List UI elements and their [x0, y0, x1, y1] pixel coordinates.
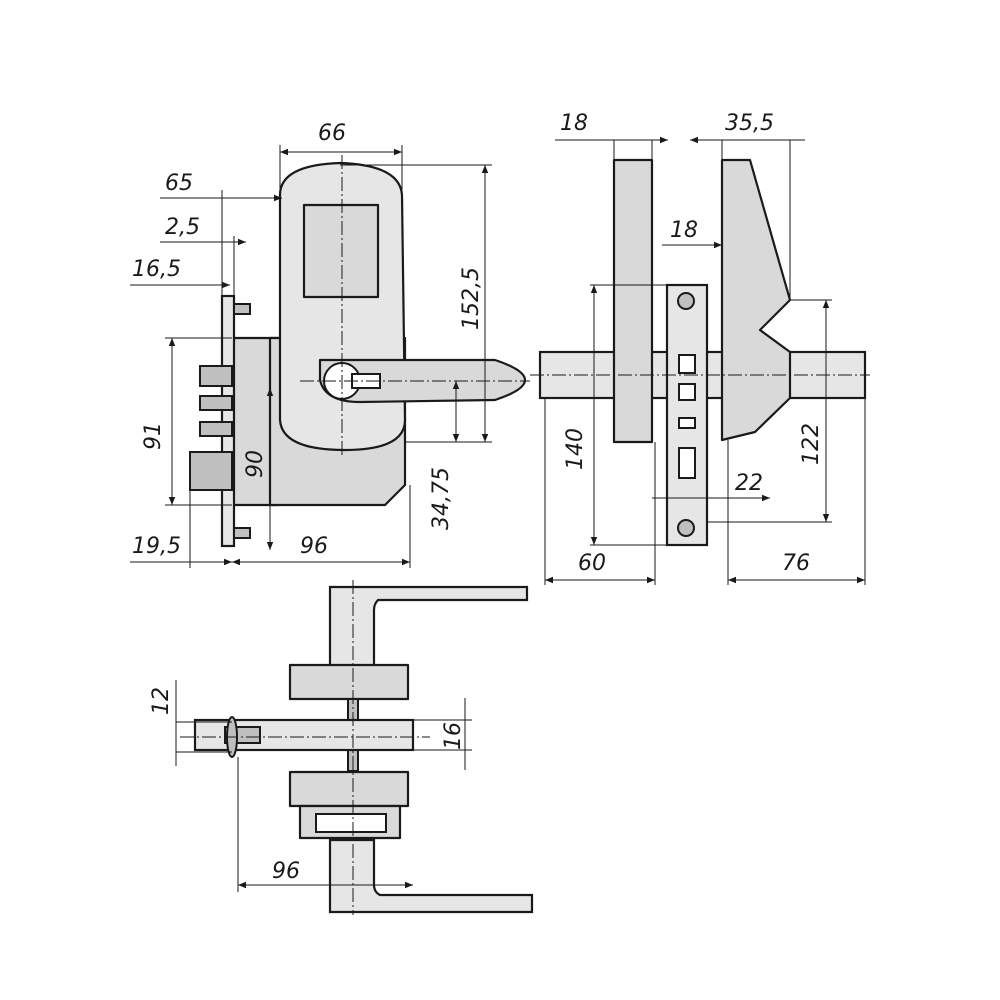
- dim-152-5: 152,5: [459, 267, 484, 330]
- lock-faceplate-side: [665, 283, 709, 547]
- side-dimensions: 18 35,5 18 140 122 22 60 76: [544, 111, 866, 585]
- dim-96: 96: [300, 534, 328, 559]
- dead-bolt-1: [199, 395, 233, 411]
- dim-90: 90: [243, 450, 268, 478]
- keypad-window: [302, 203, 380, 299]
- dim-16: 16: [441, 722, 466, 750]
- dim-18-mid: 18: [670, 218, 698, 243]
- screw-bottom-icon: [677, 519, 695, 537]
- front-dimensions: 66 65 2,5 16,5 152,5 91 90 34,75 19,5 96: [130, 121, 492, 568]
- dim-18-top: 18: [560, 111, 588, 136]
- dim-122: 122: [799, 423, 824, 465]
- front-view: [189, 155, 530, 548]
- dim-35-5: 35,5: [725, 111, 774, 136]
- dim-12: 12: [149, 687, 174, 715]
- dim-76: 76: [782, 551, 810, 576]
- screw-pin-bottom: [233, 527, 251, 539]
- screw-top-icon: [677, 292, 695, 310]
- inner-escutcheon-side: [720, 158, 792, 442]
- dim-65: 65: [165, 171, 193, 196]
- dim-34-75: 34,75: [429, 467, 454, 530]
- outer-escutcheon-side: [612, 158, 654, 444]
- rosette-bottom: [288, 770, 410, 808]
- side-view: [530, 158, 870, 547]
- dim-22: 22: [735, 471, 763, 496]
- dim-19-5: 19,5: [132, 534, 181, 559]
- rosette-top: [288, 663, 410, 701]
- dead-bolt-2: [199, 421, 233, 437]
- top-dimensions: 12 16 96: [149, 680, 472, 892]
- dim-96-top: 96: [272, 859, 300, 884]
- lever-top: [328, 585, 529, 670]
- dim-2-5: 2,5: [165, 215, 200, 240]
- lever-bottom: [328, 838, 534, 914]
- dim-60: 60: [578, 551, 606, 576]
- dim-140: 140: [563, 428, 588, 470]
- dim-91: 91: [141, 422, 166, 450]
- top-view: [180, 580, 534, 915]
- dim-16-5: 16,5: [132, 257, 181, 282]
- main-bolt: [189, 451, 233, 491]
- screw-pin-top: [233, 303, 251, 315]
- dim-66: 66: [318, 121, 346, 146]
- latch-bolt: [199, 365, 233, 387]
